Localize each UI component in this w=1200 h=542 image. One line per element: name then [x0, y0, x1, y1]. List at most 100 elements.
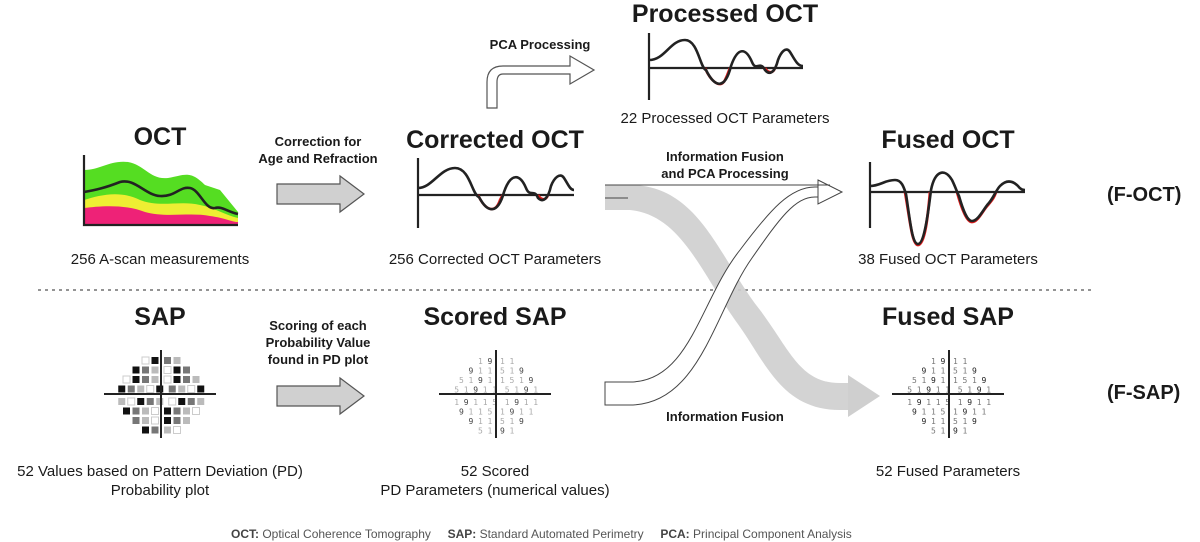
- scored-sap-caption-line2: PD Parameters (numerical values): [380, 482, 610, 499]
- grid-digit: 5: [912, 376, 917, 385]
- grid-digit: 9: [967, 398, 972, 407]
- grid-digit: 9: [922, 417, 927, 426]
- grid-digit: 5: [488, 408, 493, 417]
- grid-digit: 5: [953, 417, 958, 426]
- fused-sap-caption: 52 Fused Parameters: [875, 463, 1021, 480]
- grid-digit: 1: [931, 417, 936, 426]
- grid-digit: 5: [454, 386, 459, 395]
- oct-title: OCT: [133, 123, 187, 151]
- pd-square: [146, 385, 155, 393]
- pd-square: [142, 426, 149, 434]
- sap-title: SAP: [134, 303, 186, 331]
- grid-digit: 1: [963, 357, 968, 366]
- grid-digit: 9: [972, 417, 977, 426]
- pd-square: [122, 375, 131, 384]
- grid-digit: 1: [917, 386, 922, 395]
- grid-digit: 5: [941, 408, 946, 417]
- grid-digit: 9: [529, 376, 534, 385]
- scored-sap-title: Scored SAP: [423, 303, 567, 331]
- fused-oct-title: Fused OCT: [881, 126, 1015, 154]
- grid-digit: 5: [459, 376, 464, 385]
- grid-digit: 1: [963, 367, 968, 376]
- grid-digit: 1: [907, 398, 912, 407]
- pd-square: [151, 357, 159, 364]
- pd-square: [137, 398, 145, 405]
- grid-digit: 9: [469, 367, 474, 376]
- pd-square: [183, 407, 190, 415]
- grid-digit: 1: [972, 376, 977, 385]
- grid-digit: 1: [931, 357, 936, 366]
- grid-digit: 1: [454, 398, 459, 407]
- grid-digit: 1: [953, 357, 958, 366]
- grid-digit: 1: [514, 386, 519, 395]
- grid-digit: 1: [963, 417, 968, 426]
- pd-square: [197, 385, 205, 393]
- corrected-oct-waveform: [416, 158, 575, 228]
- grid-digit: 1: [524, 398, 529, 407]
- grid-digit: 1: [488, 367, 493, 376]
- scoring-label-line1: Scoring of each: [269, 318, 367, 333]
- sap-caption: 52 Values based on Pattern Deviation (PD…: [17, 462, 303, 500]
- pd-square: [173, 407, 181, 415]
- grid-digit: 1: [500, 376, 505, 385]
- grid-digit: 1: [986, 398, 991, 407]
- pd-square: [187, 398, 195, 405]
- pd-square: [151, 426, 159, 434]
- pd-square: [173, 366, 181, 374]
- scored-sap-caption: 52 Scored PD Parameters (numerical value…: [380, 462, 609, 500]
- grid-digit: 9: [459, 408, 464, 417]
- grid-digit: 5: [907, 386, 912, 395]
- arrow-scoring: [276, 376, 365, 416]
- grid-digit: 9: [519, 367, 524, 376]
- oct-caption: 256 A-scan measurements: [70, 251, 250, 268]
- pd-square: [164, 357, 171, 364]
- fused-oct-caption: 38 Fused OCT Parameters: [858, 251, 1038, 268]
- grid-digit: 5: [505, 386, 510, 395]
- pd-square: [142, 366, 149, 374]
- grid-digit: 9: [926, 386, 931, 395]
- fusion-oct-label: Information Fusion and PCA Processing: [661, 148, 788, 182]
- scoring-label-line2: Probability Value: [265, 335, 371, 350]
- sap-caption-line1: 52 Values based on Pattern Deviation (PD…: [17, 463, 303, 480]
- grid-digit: 9: [917, 398, 922, 407]
- grid-digit: 1: [931, 408, 936, 417]
- pd-square: [156, 398, 164, 405]
- pd-square: [164, 417, 171, 424]
- pd-square: [173, 426, 181, 434]
- grid-digit: 1: [500, 357, 505, 366]
- grid-digit: 1: [936, 386, 941, 395]
- scoring-label: Scoring of each Probability Value found …: [266, 317, 371, 368]
- pd-square: [142, 376, 149, 383]
- grid-digit: 1: [464, 386, 469, 395]
- grid-digit: 1: [922, 376, 927, 385]
- pd-square: [168, 397, 177, 406]
- arrow-correction: [276, 174, 365, 214]
- correction-label: Correction for Age and Refraction: [258, 133, 377, 167]
- pd-square: [151, 376, 159, 383]
- fusion-sap-label: Information Fusion: [666, 409, 784, 424]
- grid-digit: 1: [967, 386, 972, 395]
- grid-digit: 5: [478, 427, 483, 436]
- grid-digit: 1: [478, 367, 483, 376]
- row-label-f-oct: (F-OCT): [1107, 184, 1182, 206]
- grid-digit: 1: [529, 408, 534, 417]
- grid-digit: 5: [953, 367, 958, 376]
- pd-square: [173, 357, 181, 364]
- pca-processing-label: PCA Processing: [489, 37, 591, 52]
- processed-oct-waveform: [647, 33, 804, 100]
- grid-digit: 5: [510, 376, 515, 385]
- fusion-oct-label-line1: Information Fusion: [666, 149, 784, 164]
- grid-digit: 1: [936, 398, 941, 407]
- processed-oct-caption: 22 Processed OCT Parameters: [620, 110, 830, 127]
- correction-label-line1: Correction for: [274, 134, 362, 149]
- grid-digit: 9: [478, 376, 483, 385]
- grid-digit: 1: [510, 367, 515, 376]
- grid-digit: 1: [488, 417, 493, 426]
- pd-square: [163, 366, 172, 374]
- pd-square: [142, 417, 149, 424]
- pd-square: [168, 385, 176, 393]
- grid-digit: 1: [519, 376, 524, 385]
- grid-digit: 9: [982, 376, 987, 385]
